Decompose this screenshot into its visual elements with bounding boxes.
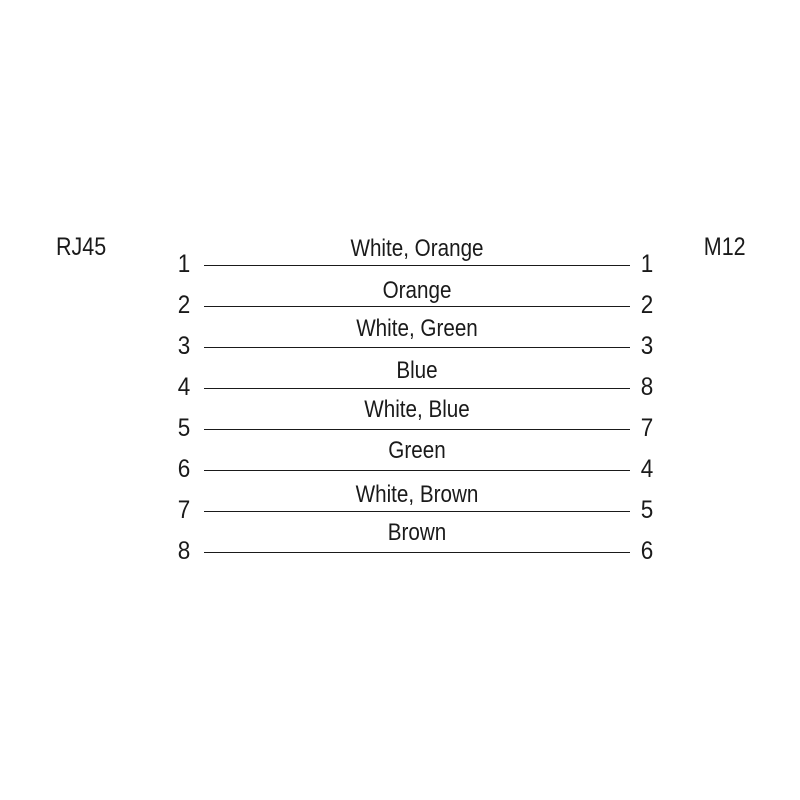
wire-line <box>204 347 630 348</box>
wire-line <box>204 552 630 553</box>
m12-pin: 4 <box>640 455 654 483</box>
m12-pin: 2 <box>640 291 654 319</box>
m12-pin: 5 <box>640 496 654 524</box>
wire-line <box>204 388 630 389</box>
wire-line <box>204 429 630 430</box>
wire-color-label: White, Brown <box>355 481 479 508</box>
wire-color-label: White, Orange <box>350 235 484 262</box>
rj45-pin: 8 <box>177 537 191 565</box>
rj45-pin: 4 <box>177 373 191 401</box>
rj45-pin: 3 <box>177 332 191 360</box>
m12-connector-label: M12 <box>704 233 746 261</box>
wire-line <box>204 470 630 471</box>
rj45-pin: 6 <box>177 455 191 483</box>
rj45-pin: 7 <box>177 496 191 524</box>
rj45-connector-label: RJ45 <box>56 233 107 261</box>
wire-color-label: Orange <box>382 277 452 304</box>
wire-line <box>204 306 630 307</box>
wire-color-label: Brown <box>387 519 447 546</box>
wire-color-label: Blue <box>396 357 438 384</box>
m12-pin: 7 <box>640 414 654 442</box>
rj45-pin: 1 <box>177 250 191 278</box>
m12-pin: 1 <box>640 250 654 278</box>
m12-pin: 6 <box>640 537 654 565</box>
wire-line <box>204 511 630 512</box>
m12-pin: 8 <box>640 373 654 401</box>
wire-color-label: White, Green <box>356 315 478 342</box>
wire-color-label: White, Blue <box>364 396 470 423</box>
wire-color-label: Green <box>388 437 446 464</box>
wire-line <box>204 265 630 266</box>
rj45-pin: 2 <box>177 291 191 319</box>
rj45-pin: 5 <box>177 414 191 442</box>
m12-pin: 3 <box>640 332 654 360</box>
